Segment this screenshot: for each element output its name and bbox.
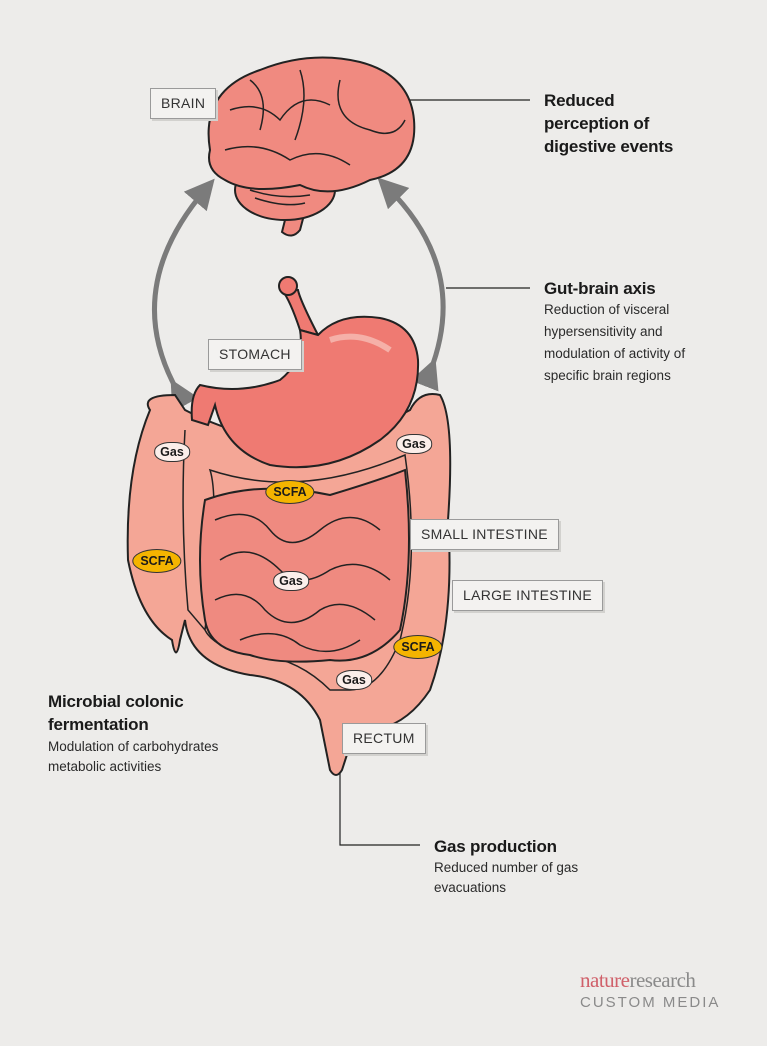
logo-nature: nature bbox=[580, 968, 630, 992]
label-brain: BRAIN bbox=[150, 88, 217, 119]
gas-badge: Gas bbox=[273, 571, 309, 591]
title-line: digestive events bbox=[544, 137, 674, 156]
scfa-badge: SCFA bbox=[393, 635, 443, 659]
gut-brain-desc: Reduction of visceral bbox=[544, 302, 670, 317]
label-rectum: RECTUM bbox=[342, 723, 426, 754]
fermentation-desc: Modulation of carbohydrates bbox=[48, 739, 219, 754]
gut-brain-arrows bbox=[152, 177, 446, 413]
gas-badge: Gas bbox=[396, 434, 432, 454]
scfa-badge: SCFA bbox=[132, 549, 182, 573]
title-line: perception of bbox=[544, 114, 650, 133]
gas-production-title: Gas production bbox=[434, 837, 557, 856]
stomach-illustration bbox=[190, 276, 420, 469]
title-line: Reduced bbox=[544, 91, 615, 110]
gut-brain-desc: specific brain regions bbox=[544, 368, 671, 383]
fermentation-title: fermentation bbox=[48, 715, 149, 734]
gut-brain-desc: modulation of activity of bbox=[544, 346, 686, 361]
gut-brain-desc: hypersensitivity and bbox=[544, 324, 663, 339]
logo-custom-media: CUSTOM MEDIA bbox=[580, 994, 721, 1011]
nature-research-logo: natureresearch bbox=[580, 968, 696, 993]
gut-brain-axis-title: Gut-brain axis bbox=[544, 279, 656, 298]
label-small-intestine: SMALL INTESTINE bbox=[410, 519, 559, 550]
label-stomach: STOMACH bbox=[208, 339, 302, 370]
logo-research: research bbox=[629, 968, 696, 992]
gas-production-desc: Reduced number of gas bbox=[434, 860, 579, 875]
fermentation-desc: metabolic activities bbox=[48, 759, 162, 774]
connector-lines bbox=[339, 99, 530, 846]
gas-badge: Gas bbox=[336, 670, 372, 690]
fermentation-title: Microbial colonic bbox=[48, 692, 184, 711]
gas-production-desc: evacuations bbox=[434, 880, 507, 895]
scfa-badge: SCFA bbox=[265, 480, 315, 504]
label-large-intestine: LARGE INTESTINE bbox=[452, 580, 603, 611]
small-intestine-illustration bbox=[199, 468, 410, 663]
gas-badge: Gas bbox=[154, 442, 190, 462]
brain-illustration bbox=[207, 56, 416, 237]
